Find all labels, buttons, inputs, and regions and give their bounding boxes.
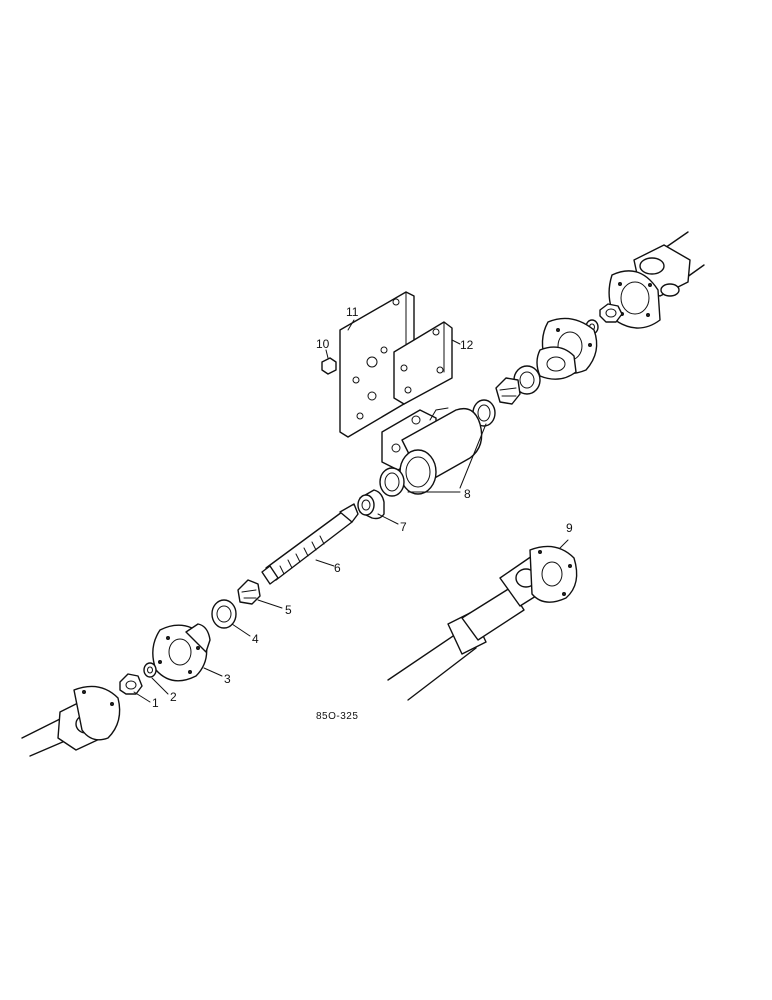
callout-labels: 1 2 3 4 5 6 7 8 9 10 11 12: [152, 305, 573, 710]
callout-5: 5: [285, 603, 292, 617]
drawing-code: 85O-325: [316, 711, 358, 722]
upper-flange-hub: [536, 317, 598, 380]
lower-nut: [119, 673, 143, 695]
complete-driveshaft-assembly: [387, 545, 578, 701]
lower-driveshaft-yoke: [21, 685, 121, 757]
lower-bearing: [211, 599, 237, 629]
callout-10: 10: [316, 337, 330, 351]
leader-lines: [133, 319, 569, 703]
callout-9: 9: [566, 521, 573, 535]
splined-shaft: [261, 503, 359, 585]
callout-7: 7: [400, 520, 407, 534]
housing-ring: [379, 467, 405, 497]
mounting-plate-12: [393, 321, 453, 405]
sleeve-7: [357, 489, 385, 520]
upper-nut: [599, 303, 623, 323]
callout-8: 8: [464, 487, 471, 501]
bolt-10: [321, 357, 337, 375]
callout-2: 2: [170, 690, 177, 704]
bearing-housing: [381, 407, 483, 495]
callout-12: 12: [460, 338, 474, 352]
lower-castle-nut: [237, 579, 261, 605]
callout-11: 11: [346, 305, 359, 319]
callout-3: 3: [224, 672, 231, 686]
upper-castle-nut: [495, 377, 521, 405]
callout-6: 6: [334, 561, 341, 575]
callout-1: 1: [152, 696, 159, 710]
lower-washer: [143, 662, 157, 678]
upper-driveshaft-yoke: [608, 231, 705, 329]
callout-4: 4: [252, 632, 259, 646]
lower-flange-hub: [152, 623, 211, 682]
